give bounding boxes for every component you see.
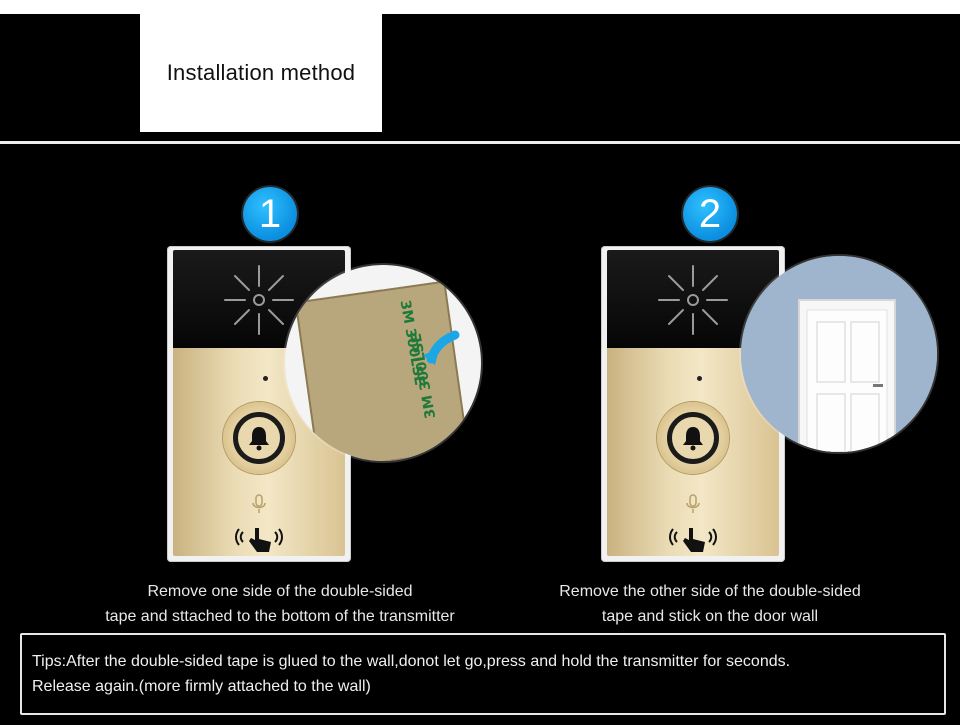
step-1-caption: Remove one side of the double-sided tape… — [60, 579, 500, 629]
bell-button[interactable] — [657, 402, 729, 474]
led-indicator — [697, 376, 702, 381]
speaker-icon — [224, 265, 294, 335]
step-badge-1: 1 — [243, 187, 297, 241]
door-icon — [741, 256, 937, 452]
tape-inset: 3M 300LSE 3M 300LSE — [285, 265, 481, 461]
double-sided-tape-icon: 3M 300LSE 3M 300LSE — [294, 280, 470, 461]
tips-box: Tips:After the double-sided tape is glue… — [20, 633, 946, 715]
speaker-icon — [658, 265, 728, 335]
step-badge-2: 2 — [683, 187, 737, 241]
step-1-caption-line-1: Remove one side of the double-sided — [147, 583, 413, 600]
top-strip — [0, 0, 960, 14]
touch-hand-icon — [669, 528, 717, 552]
step-1-caption-line-2: tape and sttached to the bottom of the t… — [105, 608, 455, 625]
tips-line-1: Tips:After the double-sided tape is glue… — [32, 653, 791, 670]
title-box: Installation method — [140, 14, 382, 132]
microphone-icon — [252, 494, 266, 513]
step-2-caption-line-1: Remove the other side of the double-side… — [559, 583, 861, 600]
step-2-caption: Remove the other side of the double-side… — [495, 579, 925, 629]
page-title: Installation method — [166, 60, 356, 85]
led-indicator — [263, 376, 268, 381]
header-divider — [0, 141, 960, 144]
touch-hand-icon — [235, 528, 283, 552]
bell-button[interactable] — [223, 402, 295, 474]
bell-icon — [249, 427, 269, 451]
step-2-caption-line-2: tape and stick on the door wall — [601, 608, 819, 625]
bell-icon — [683, 427, 703, 451]
door-inset — [741, 256, 937, 452]
tips-line-2: Release again.(more firmly attached to t… — [32, 678, 371, 695]
microphone-icon — [686, 494, 700, 513]
